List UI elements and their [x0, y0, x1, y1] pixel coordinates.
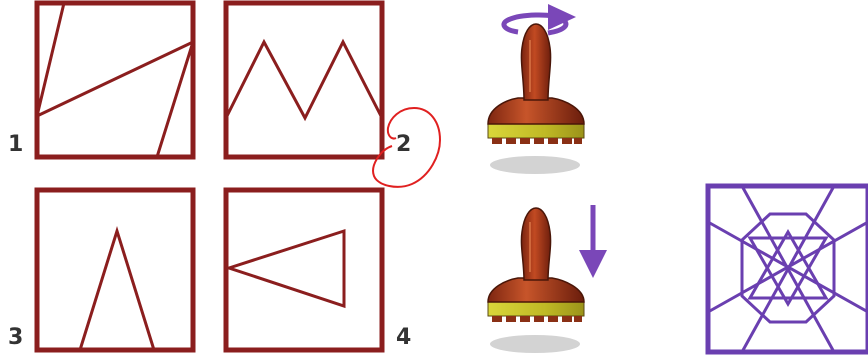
panel-4-triangle [224, 228, 346, 309]
panel-3-frame [34, 187, 196, 353]
panel-1-frame [34, 0, 196, 160]
stamp-teeth [492, 138, 582, 144]
stamp-shadow-2 [490, 335, 580, 353]
panel-3-pattern [78, 225, 156, 351]
panel-2: 2 [223, 0, 442, 188]
target-octagon [740, 212, 836, 324]
stamp-icon-rotate [487, 23, 585, 174]
down-arrow-icon [579, 205, 607, 278]
panel-2-pattern [224, 38, 384, 122]
target-outer-lines [707, 185, 868, 353]
panel-1-number: 1 [8, 132, 23, 157]
target-star-up [747, 228, 829, 300]
panel-2-frame [223, 0, 385, 160]
stamp-handle-2 [520, 207, 552, 281]
panel-4-frame [223, 187, 385, 353]
stamp-dome-2 [487, 277, 585, 303]
stamp-icon-press [487, 207, 585, 353]
panel-4-number: 4 [396, 325, 411, 350]
panel-2-number: 2 [396, 132, 411, 157]
stamp-dome [487, 97, 585, 125]
panel-3: 3 [8, 187, 196, 353]
target-pattern [705, 183, 868, 355]
stamp-base-2 [487, 301, 585, 317]
stamp-shadow [490, 156, 580, 174]
stamp-base [487, 123, 585, 139]
rotate-arrow-icon [501, 4, 576, 36]
target-frame [705, 183, 868, 355]
target-star-down [747, 236, 829, 308]
panel-3-number: 3 [8, 325, 23, 350]
panel-1: 1 [8, 0, 196, 160]
panel-1-pattern [35, 2, 195, 158]
answer-circle-mark [372, 106, 442, 188]
panel-4: 4 [223, 187, 411, 353]
stamp-teeth-2 [492, 316, 582, 322]
stamp-handle [520, 23, 552, 101]
